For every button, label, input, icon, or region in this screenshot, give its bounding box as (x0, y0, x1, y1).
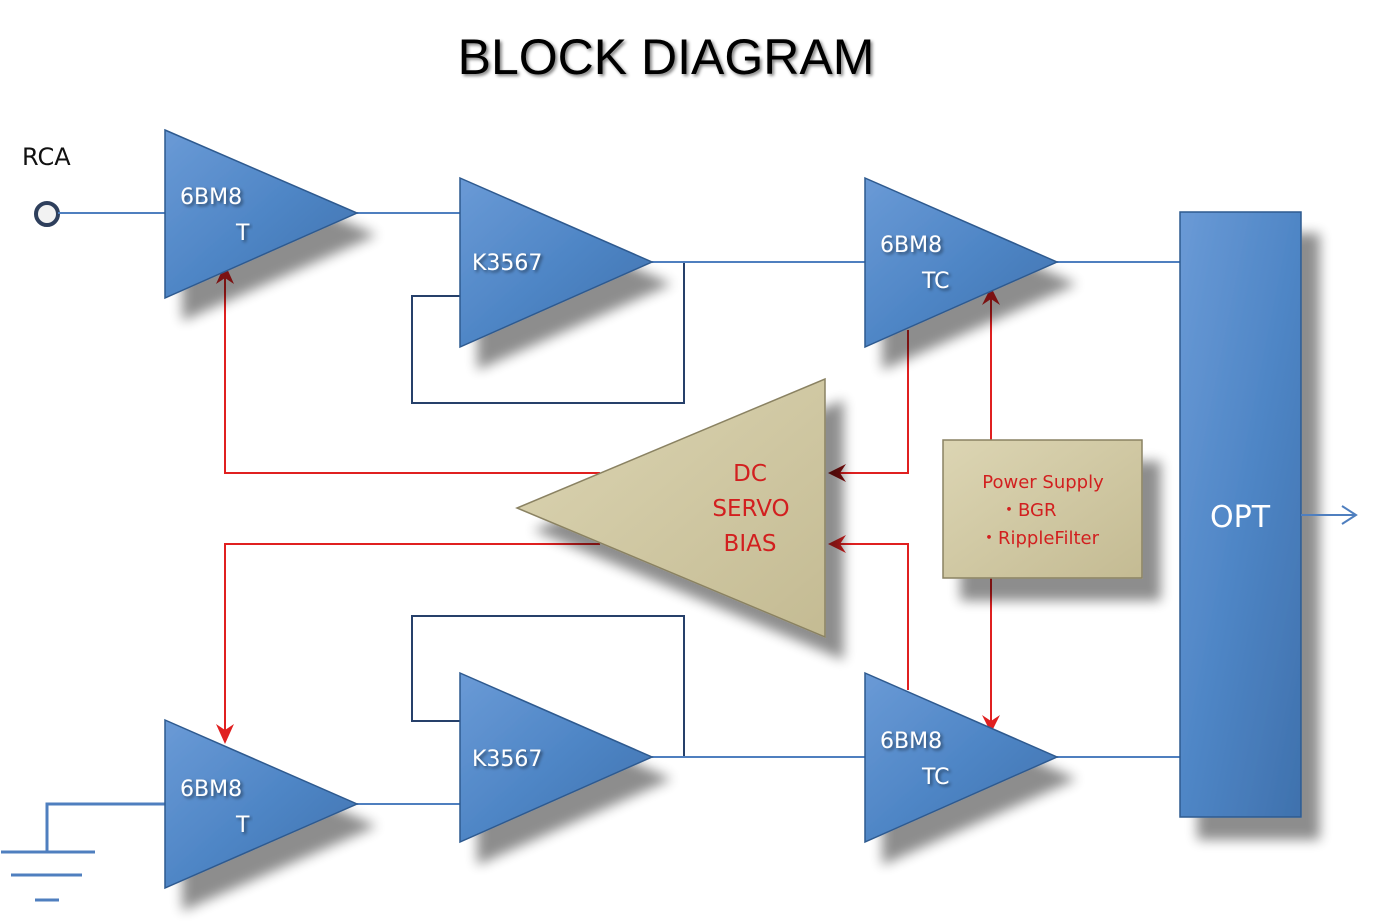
block-label-line2: TC (921, 765, 950, 790)
amplifier-triangle (164, 718, 359, 890)
lower-output-stage-6bm8-tc[interactable]: 6BM8 TC (864, 671, 1059, 844)
amplifier-triangle (459, 671, 654, 844)
upper-driver-k3567[interactable]: K3567 (459, 176, 654, 349)
servo-label-line1: DC (733, 461, 767, 487)
upper-tc-to-servo-wire (832, 330, 909, 474)
arrowhead-servo-upper (828, 464, 846, 482)
lower-tc-to-servo-wire (832, 543, 909, 690)
lower-driver-k3567[interactable]: K3567 (459, 671, 654, 844)
amplifier-triangle (459, 176, 654, 349)
opt-label: OPT (1210, 500, 1271, 535)
servo-triangle (515, 377, 826, 639)
psu-label-line1: Power Supply (982, 472, 1104, 493)
power-supply-block[interactable]: Power Supply ・BGR ・RippleFilter (942, 439, 1143, 579)
block-label-line1: K3567 (472, 251, 542, 276)
arrowhead-lower-tc (982, 715, 1000, 733)
amplifier-triangle (864, 671, 1059, 844)
amplifier-triangle (164, 128, 359, 300)
block-label-line2: T (235, 221, 250, 246)
lower-feedback-loop (411, 615, 685, 757)
block-label-line1: 6BM8 (880, 729, 942, 754)
rca-label: RCA (22, 143, 71, 171)
opt-transformer-block[interactable]: OPT (1179, 211, 1302, 818)
diagram-title: BLOCK DIAGRAM (458, 29, 875, 85)
power-supply-box (942, 439, 1143, 579)
block-label-line1: K3567 (472, 747, 542, 772)
ground-symbol-icon (1, 802, 165, 902)
arrowhead-lower-t (216, 724, 234, 744)
dc-servo-bias-block[interactable]: DC SERVO BIAS (515, 377, 826, 639)
block-label-line2: T (235, 813, 250, 838)
amplifier-triangle (864, 176, 1059, 349)
psu-label-line2: ・BGR (1000, 500, 1057, 521)
block-label-line2: TC (921, 269, 950, 294)
servo-label-line2: SERVO (712, 496, 789, 522)
opt-box (1179, 211, 1302, 818)
arrowhead-servo-lower (828, 535, 846, 553)
arrowhead-upper-t (216, 264, 234, 284)
psu-label-line3: ・RippleFilter (980, 528, 1100, 549)
servo-to-upper-t-wire (224, 268, 600, 474)
rca-jack-icon (34, 201, 60, 227)
output-arrow-icon (1301, 505, 1358, 525)
lower-input-stage-6bm8-t[interactable]: 6BM8 T (164, 718, 359, 890)
arrowhead-upper-tc (982, 287, 1000, 305)
upper-input-stage-6bm8-t[interactable]: 6BM8 T (164, 128, 359, 300)
upper-output-stage-6bm8-tc[interactable]: 6BM8 TC (864, 176, 1059, 349)
block-label-line1: 6BM8 (180, 185, 242, 210)
block-label-line1: 6BM8 (180, 777, 242, 802)
servo-to-lower-t-wire (224, 543, 600, 740)
servo-label-line3: BIAS (724, 531, 777, 557)
upper-feedback-loop (411, 262, 685, 404)
block-label-line1: 6BM8 (880, 233, 942, 258)
